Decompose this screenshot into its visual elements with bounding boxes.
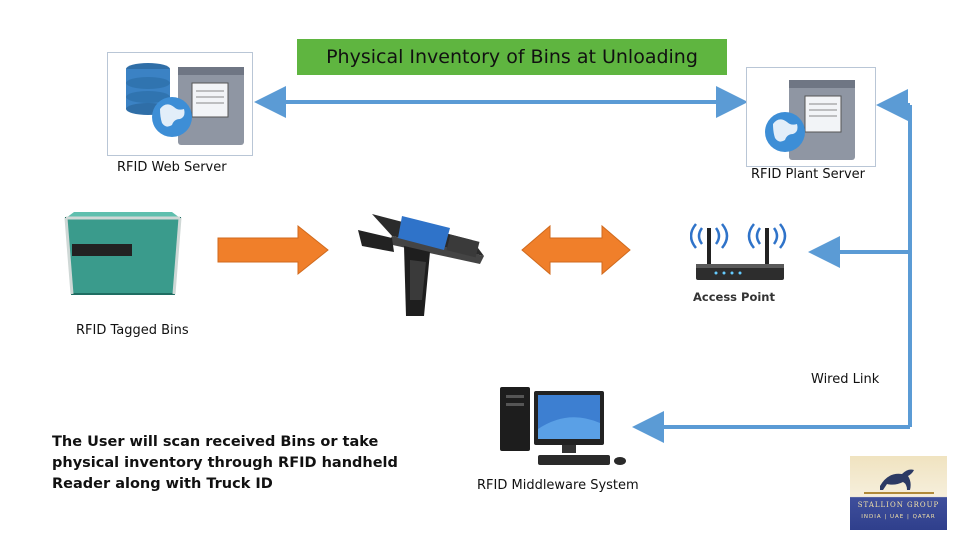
plant-server-frame: [746, 67, 876, 167]
logo-locations-text: INDIA | UAE | QATAR: [861, 514, 936, 520]
wired-link-label: Wired Link: [811, 372, 880, 387]
web-server-label: RFID Web Server: [117, 160, 227, 175]
access-point-icon: [690, 223, 787, 280]
diagram-title: Physical Inventory of Bins at Unloading: [326, 46, 698, 68]
bins-to-reader-arrow: [217, 224, 329, 276]
web-server-icon: [126, 63, 244, 145]
tagged-bins-label: RFID Tagged Bins: [76, 323, 189, 338]
plant-server-label: RFID Plant Server: [751, 167, 866, 182]
horse-logo-icon: [864, 469, 934, 494]
reader-access-point-arrow: [521, 224, 631, 276]
plant-server-icon: [765, 80, 855, 160]
logo-brand-text: STALLION GROUP: [857, 501, 940, 509]
company-logo: STALLION GROUP INDIA | UAE | QATAR: [850, 456, 947, 530]
web-server-frame: [107, 52, 253, 156]
title-banner: Physical Inventory of Bins at Unloading: [297, 39, 727, 75]
rfid-reader-icon: [358, 214, 484, 316]
tagged-bin-icon: [64, 212, 182, 295]
process-description: The User will scan received Bins or take…: [52, 434, 398, 492]
middleware-computer-icon: [500, 387, 626, 465]
access-point-label: Access Point: [693, 290, 775, 304]
middleware-label: RFID Middleware System: [477, 478, 639, 493]
